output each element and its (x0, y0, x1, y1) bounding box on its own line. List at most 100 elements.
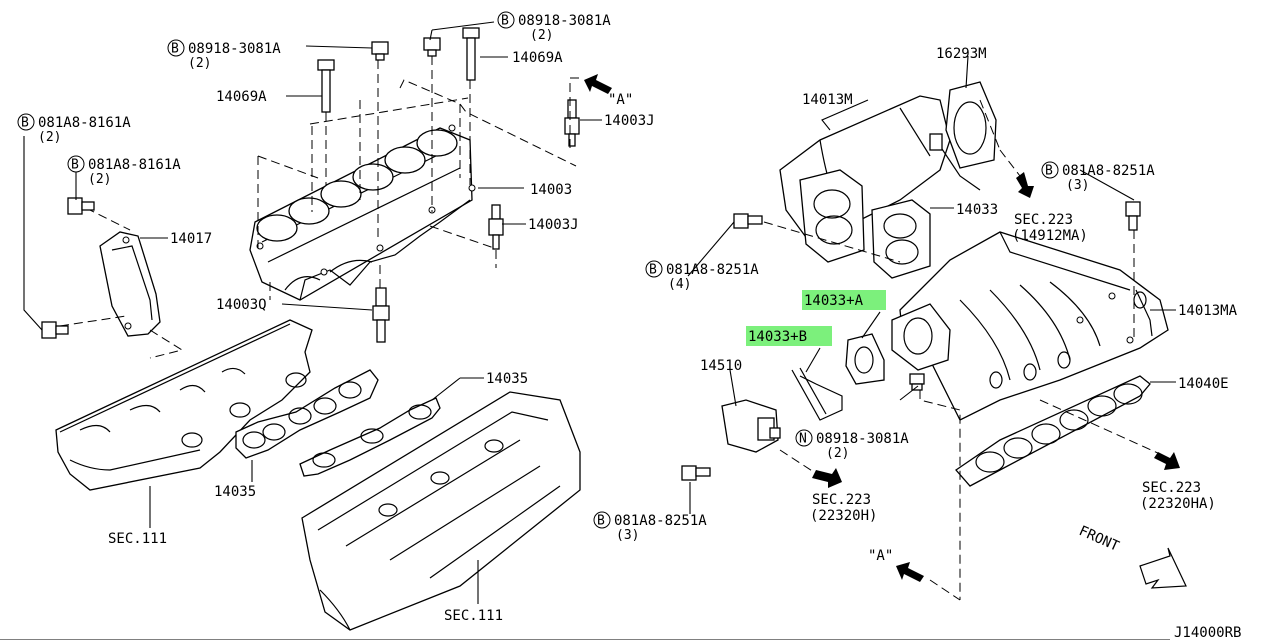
cylinder-head-left (55, 319, 313, 491)
label-ref-14912ma: (14912MA) (1012, 228, 1088, 244)
callout-08918-3081a-left: B 08918-3081A (2) (167, 39, 281, 71)
badge-letter: B (71, 158, 79, 173)
dashed-guide-lines-right (763, 99, 1161, 601)
nut-badge-icon (795, 429, 813, 447)
injector-14003j-top (564, 99, 580, 147)
arrow-front (1139, 547, 1187, 589)
bolt-badge-icon (645, 260, 663, 278)
label-14069a-right: 14069A (512, 50, 563, 66)
bolt-badge-icon (1041, 161, 1059, 179)
part-qty: (2) (188, 56, 211, 71)
label-14013ma: 14013MA (1178, 303, 1238, 319)
label-14035-top: 14035 (486, 371, 528, 387)
label-14069a-left: 14069A (216, 89, 267, 105)
label-14033: 14033 (956, 202, 998, 218)
stud-14069a-right (462, 27, 480, 81)
part-qty: (3) (1066, 178, 1089, 193)
label-sec223-14912ma: SEC.223 (1014, 212, 1073, 228)
label-view-a-bottom: "A" (868, 548, 893, 564)
bolt-iacv (681, 465, 711, 481)
part-code: 081A8-8251A (614, 513, 707, 529)
sensor-14003q (372, 287, 390, 343)
part-code: 081A8-8251A (666, 262, 759, 278)
iacv-14510 (721, 399, 781, 453)
callout-08918-3081a-right: B 08918-3081A (2) (497, 11, 611, 43)
bolt-badge-icon (593, 511, 611, 529)
badge-letter: B (21, 116, 29, 131)
part-code: 081A8-8161A (88, 157, 181, 173)
upper-manifold-14013ma (891, 231, 1169, 421)
label-14017: 14017 (170, 231, 212, 247)
bolt-collector-right (1125, 201, 1141, 231)
label-14510: 14510 (700, 358, 742, 374)
callout-081a8-8161a-inner: B 081A8-8161A (2) (67, 155, 181, 187)
bolt-badge-icon (497, 11, 515, 29)
dashed-guide-lines-left (257, 56, 582, 300)
arrow-sec223-22320h (812, 468, 842, 488)
badge-letter: N (799, 432, 807, 447)
gasket-14035-right (299, 397, 441, 477)
callout-nut-08918-3081a: N 08918-3081A (2) (795, 429, 909, 461)
arrow-sec223-22320ha (1154, 452, 1180, 470)
label-view-a-top: "A" (608, 92, 633, 108)
bracket-14017 (59, 207, 184, 359)
badge-letter: B (597, 514, 605, 529)
label-14040e: 14040E (1178, 376, 1229, 392)
bolt-bracket-lower (41, 321, 69, 339)
part-qty: (2) (530, 28, 553, 43)
label-14035-bottom: 14035 (214, 484, 256, 500)
bolt-top-mid (423, 37, 441, 57)
badge-letter: B (171, 42, 179, 57)
label-sec111-bottom: SEC.111 (444, 608, 503, 624)
part-code: 08918-3081A (518, 13, 611, 29)
label-14033-b[interactable]: 14033+B (748, 329, 807, 345)
gasket-14040e (955, 375, 1151, 487)
leader-lines (23, 21, 1176, 604)
gasket-14033-a (845, 333, 885, 385)
label-16293m: 16293M (936, 46, 987, 62)
gasket-14033 (871, 199, 931, 279)
label-14003j-top: 14003J (604, 113, 655, 129)
bolt-badge-icon (67, 155, 85, 173)
gasket-16293m (945, 81, 997, 169)
hose-fitting (929, 133, 981, 191)
part-qty: (3) (616, 528, 639, 543)
part-qty: (2) (38, 130, 61, 145)
callout-081a8-8251a-mid: B 081A8-8251A (4) (645, 260, 759, 292)
badge-letter: B (1045, 164, 1053, 179)
bolt-top-left (371, 41, 389, 61)
callout-081a8-8161a-outer: B 081A8-8161A (2) (17, 113, 131, 145)
callout-14033-a[interactable]: 14033+A (802, 290, 886, 310)
bolt-badge-icon (167, 39, 185, 57)
callout-14033-b[interactable]: 14033+B (746, 326, 832, 346)
part-code: 08918-3081A (816, 431, 909, 447)
part-code: 081A8-8251A (1062, 163, 1155, 179)
arrow-view-a-top (584, 74, 612, 94)
part-qty: (2) (826, 446, 849, 461)
label-front: FRONT (1076, 523, 1122, 555)
part-qty: (2) (88, 172, 111, 187)
gasket-14033-b (791, 367, 843, 421)
part-code: 08918-3081A (188, 41, 281, 57)
cylinder-head-right (301, 391, 581, 631)
bolt-collector-left (733, 213, 763, 229)
nut-manifold (909, 373, 925, 391)
label-ref-22320h: (22320H) (810, 508, 877, 524)
arrow-sec223-14912ma (1016, 172, 1034, 198)
label-14003: 14003 (530, 182, 572, 198)
part-qty: (4) (668, 277, 691, 292)
callout-081a8-8251a-bottom: B 081A8-8251A (3) (593, 511, 707, 543)
label-14033-a[interactable]: 14033+A (804, 293, 864, 309)
callout-081a8-8251a-right: B 081A8-8251A (3) (1041, 161, 1155, 193)
highlight-box (746, 326, 832, 346)
highlight-box (802, 290, 886, 310)
bolt-bracket-upper (67, 197, 95, 215)
bolt-badge-icon (17, 113, 35, 131)
label-sec111-left: SEC.111 (108, 531, 167, 547)
badge-letter: B (649, 263, 657, 278)
label-14013m: 14013M (802, 92, 853, 108)
part-code: 081A8-8161A (38, 115, 131, 131)
badge-letter: B (501, 14, 509, 29)
